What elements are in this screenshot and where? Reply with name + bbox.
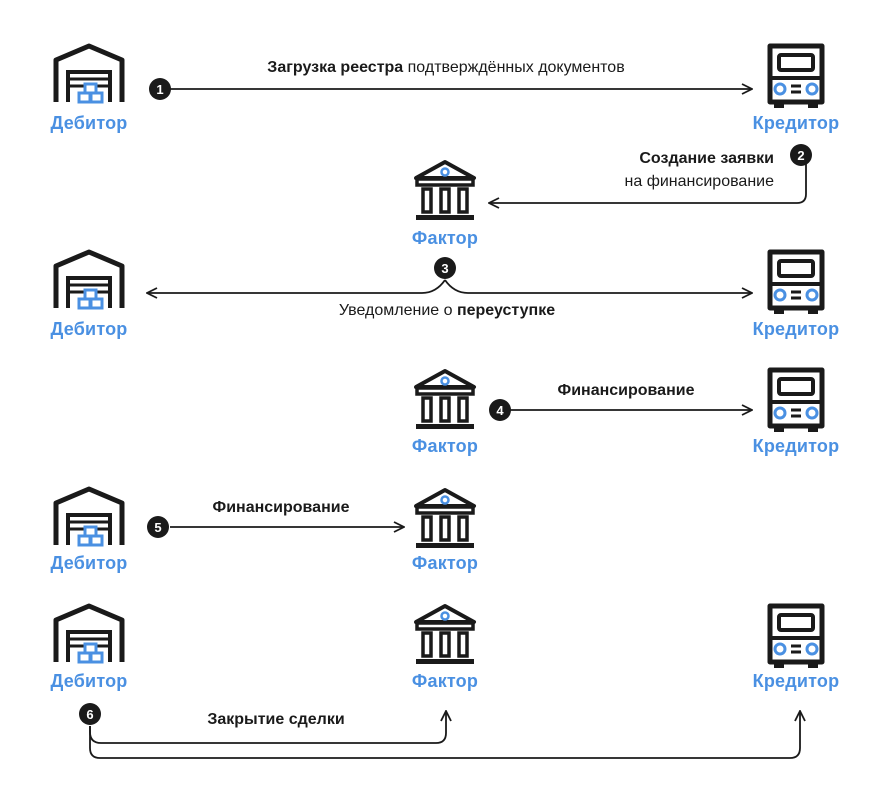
- arrow-step-6-creditor: [89, 711, 800, 759]
- step-badge-3: 3: [434, 257, 456, 279]
- creditor-truck-icon: [770, 606, 822, 668]
- step-2-caption-bold: Создание заявки: [639, 150, 774, 167]
- step-4-caption: Финансирование: [557, 382, 695, 399]
- factor-label: Фактор: [411, 671, 479, 691]
- arrow-step-3-left: [147, 279, 446, 293]
- step-badge-5: 5: [147, 516, 169, 538]
- factor-label: Фактор: [411, 436, 479, 456]
- step-badge-2: 2: [790, 144, 812, 166]
- debtor-warehouse-icon: [56, 489, 122, 545]
- creditor-label: Кредитор: [752, 436, 840, 456]
- step-badge-6: 6: [79, 703, 101, 725]
- step-5-caption: Финансирование: [212, 499, 350, 516]
- creditor-truck-icon: [770, 46, 822, 108]
- creditor-label: Кредитор: [752, 671, 840, 691]
- svg-text:2: 2: [797, 148, 804, 163]
- factor-bank-icon: [414, 160, 476, 222]
- factor-label: Фактор: [411, 228, 479, 248]
- debtor-label: Дебитор: [50, 113, 128, 133]
- debtor-label: Дебитор: [50, 319, 128, 339]
- svg-text:5: 5: [154, 520, 161, 535]
- arrow-step-3-right: [444, 279, 752, 293]
- svg-text:1: 1: [156, 82, 163, 97]
- creditor-truck-icon: [770, 370, 822, 432]
- step-badge-4: 4: [489, 399, 511, 421]
- debtor-warehouse-icon: [56, 46, 122, 102]
- svg-text:6: 6: [86, 707, 93, 722]
- step-2-caption-rest: на финансирование: [624, 173, 774, 190]
- factor-bank-icon: [414, 488, 476, 550]
- factor-bank-icon: [414, 604, 476, 666]
- factor-label: Фактор: [411, 553, 479, 573]
- step-badge-1: 1: [149, 78, 171, 100]
- step-6-caption: Закрытие сделки: [207, 711, 345, 728]
- creditor-label: Кредитор: [752, 113, 840, 133]
- step-1-caption: Загрузка реестра подтверждённых документ…: [267, 59, 625, 76]
- debtor-warehouse-icon: [56, 252, 122, 308]
- svg-text:3: 3: [441, 261, 448, 276]
- creditor-truck-icon: [770, 252, 822, 314]
- arrow-step-2: [489, 163, 807, 203]
- creditor-label: Кредитор: [752, 319, 840, 339]
- debtor-label: Дебитор: [50, 553, 128, 573]
- factor-bank-icon: [414, 369, 476, 431]
- step-3-caption: Уведомление о переуступке: [338, 302, 556, 319]
- svg-text:4: 4: [496, 403, 504, 418]
- debtor-label: Дебитор: [50, 671, 128, 691]
- debtor-warehouse-icon: [56, 606, 122, 662]
